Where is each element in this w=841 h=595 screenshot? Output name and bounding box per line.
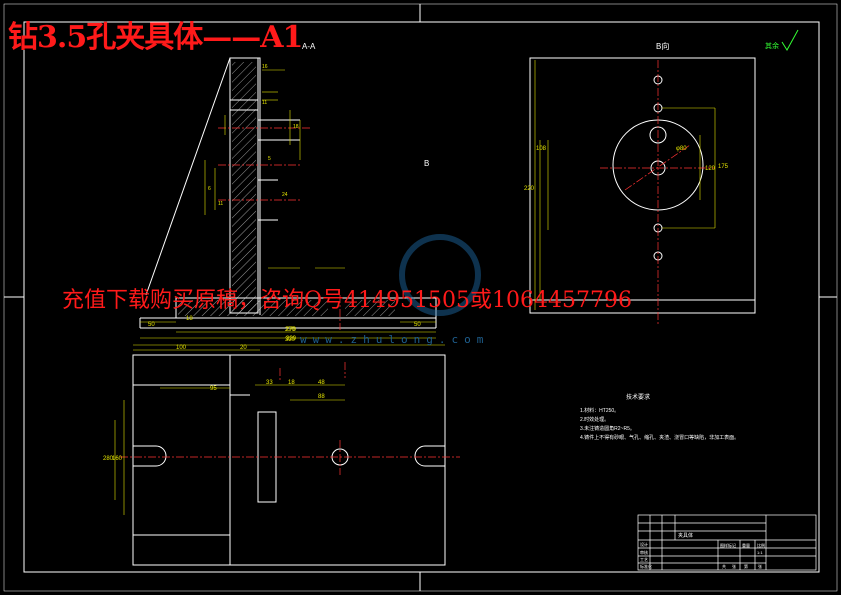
tech-req-item-4: 4.铸件上不得有砂眼、气孔、缩孔、夹渣、浇冒口等缺陷，非加工表面。	[580, 434, 739, 441]
dim-top-320: 320	[285, 337, 296, 343]
title-block-part-name: 夹具体	[678, 532, 693, 539]
title-block-row-process: 工艺	[640, 557, 648, 562]
dim-right-108: 108	[536, 146, 547, 152]
section-view-aa	[139, 57, 437, 329]
tech-req-title: 技术要求	[626, 393, 650, 401]
title-block-mark: 图样标记	[720, 542, 736, 548]
top-view-centerlines	[120, 362, 460, 475]
dim-base-50-left: 50	[148, 322, 155, 328]
dim-top-20: 20	[240, 345, 247, 351]
right-view-b	[529, 57, 756, 314]
tech-req-item-3: 3.未注铸造圆角R2~R5。	[580, 425, 635, 432]
dim-section-6: 6	[208, 186, 211, 192]
dim-right-120: 120	[705, 166, 716, 172]
tech-req-item-1: 1.材料：HT250。	[580, 407, 619, 414]
dim-section-18: 18	[293, 124, 299, 130]
dim-base-270: 270	[286, 327, 297, 333]
dim-top-95: 95	[210, 386, 217, 392]
dim-section-24: 24	[282, 192, 288, 198]
dim-top-48: 48	[318, 380, 325, 386]
dim-top-18: 18	[288, 380, 295, 386]
dim-top-100: 100	[176, 345, 187, 351]
title-block-total-label: 共	[722, 563, 726, 569]
label-section-aa: A-A	[302, 42, 316, 51]
title-block	[637, 514, 817, 571]
dim-section-11: 11	[262, 100, 267, 106]
title-block-sheet-label: 第	[744, 563, 748, 569]
dim-base-50-right: 50	[414, 322, 421, 328]
watermark-url: www.zhulong.com	[300, 333, 490, 346]
title-block-scale: 比例	[757, 542, 765, 548]
title-block-scale-value: 1:1	[757, 550, 763, 555]
dim-right-220: 220	[524, 186, 535, 192]
title-block-row-design: 设计	[640, 541, 648, 547]
section-dimensions	[140, 69, 436, 339]
dim-right-phi80: φ80	[676, 146, 687, 152]
title-block-total-unit: 张	[732, 563, 736, 569]
label-roughness: 其余	[765, 41, 779, 50]
title-block-row-review: 审核	[640, 549, 648, 555]
dim-section-16: 16	[262, 64, 268, 70]
right-view-dimensions	[534, 60, 716, 310]
dim-top-270: 270	[285, 327, 296, 333]
dim-top-280: 280	[103, 456, 114, 462]
right-view-centerlines	[600, 60, 715, 325]
watermark-logo	[399, 234, 481, 316]
top-view	[132, 354, 446, 566]
dim-top-88: 88	[318, 394, 325, 400]
dim-right-175: 175	[718, 164, 729, 170]
title-block-weight: 重量	[742, 542, 750, 548]
section-centerlines	[218, 127, 341, 330]
dim-top-33: 33	[266, 380, 273, 386]
title-block-sheet-unit: 张	[758, 563, 762, 569]
top-view-dimensions	[114, 344, 445, 515]
title-block-row-standard: 标准化	[640, 563, 652, 569]
dim-top-160: 160	[112, 456, 123, 462]
download-notice: 充值下载购买原稿，咨询Q号414951505或1064457796	[62, 288, 632, 313]
tech-req-item-2: 2.时效处理。	[580, 416, 609, 423]
label-view-b: B向	[656, 41, 669, 51]
dim-base-320: 320	[286, 336, 297, 342]
drawing-frame	[3, 3, 838, 592]
dim-section-5: 5	[268, 156, 271, 162]
label-arrow-b: B	[424, 159, 429, 168]
roughness-check-icon	[781, 29, 799, 51]
dim-base-18: 18	[186, 316, 193, 322]
dim-section-11b: 11	[218, 201, 223, 207]
drawing-headline-title: 钻3.5孔夹具体——A1	[8, 20, 303, 55]
